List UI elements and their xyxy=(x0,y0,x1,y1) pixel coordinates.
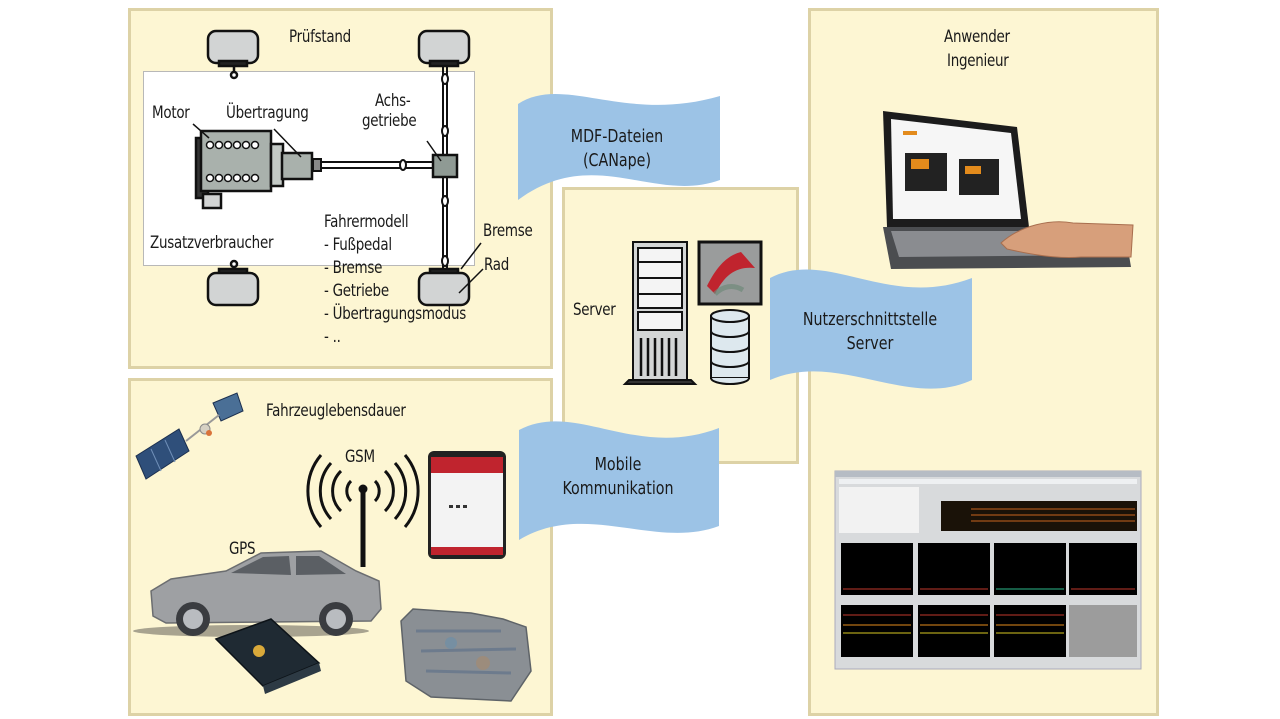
banner-mobile-label: Mobile Kommunikation xyxy=(552,453,684,501)
satellite-icon xyxy=(135,392,244,480)
fahrermodell-title: Fahrermodell xyxy=(324,212,409,232)
fahrzeuglebensdauer-panel: Fahrzeuglebensdauer xyxy=(128,378,553,716)
gps-label: GPS xyxy=(229,539,256,559)
server-panel: Server xyxy=(562,187,799,464)
banner-nutzer-line1: Nutzerschnittstelle xyxy=(802,309,938,330)
banner-nutzer-line2: Server xyxy=(846,333,894,354)
bremse-label: Bremse xyxy=(483,221,533,241)
rad-leader xyxy=(458,268,484,294)
measurement-software-screenshot xyxy=(834,470,1142,670)
uebertragung-leader xyxy=(273,128,302,158)
server-illustrations xyxy=(622,240,763,385)
uebertragung-label: Übertragung xyxy=(226,103,309,123)
engine-cylinders xyxy=(205,140,260,183)
banner-mdf-line1: MDF-Dateien xyxy=(570,126,664,147)
banner-nutzer-shape xyxy=(770,269,972,389)
server-title: Server xyxy=(573,300,616,320)
banner-mdf-label: MDF-Dateien (CANape) xyxy=(551,125,683,173)
gsm-antenna-icon xyxy=(306,454,420,567)
anwender-title-line2: Ingenieur xyxy=(947,51,1009,71)
transmission-unit-icon xyxy=(400,608,532,702)
banner-mdf-line2: (CANape) xyxy=(582,150,652,171)
differential xyxy=(431,153,459,179)
wheel-front-left xyxy=(206,29,260,80)
wheel-rear-right xyxy=(417,267,471,307)
hand-icon xyxy=(1000,221,1134,258)
motor-leader xyxy=(192,123,210,139)
rad-label: Rad xyxy=(484,255,510,275)
banner-mobile-shape xyxy=(519,421,719,540)
fahrermodell-item: - Übertragungsmodus xyxy=(324,304,466,324)
fahrermodell-item: - Fußpedal xyxy=(324,235,392,255)
fahrermodell-item: - Bremse xyxy=(324,258,383,278)
drivetrain-drawing xyxy=(192,29,484,307)
database-icon xyxy=(710,309,750,385)
fahrermodell-item: - Getriebe xyxy=(324,281,389,301)
fleet-illustrations xyxy=(133,392,532,702)
transmission xyxy=(280,151,314,181)
wheel-rear-left xyxy=(206,259,260,307)
anwender-title-line1: Anwender xyxy=(944,27,1010,47)
achsgetriebe-label-line1: Achs- xyxy=(375,91,411,111)
banner-mobile-line1: Mobile xyxy=(594,454,642,475)
gps-tracker-icon xyxy=(214,618,321,694)
bremse-leader xyxy=(460,242,482,270)
achsgetriebe-label-line2: getriebe xyxy=(362,111,417,131)
wheel-front-right xyxy=(417,29,471,68)
banner-mdf-shape xyxy=(518,94,720,200)
sql-server-logo-icon xyxy=(697,240,763,306)
data-logger-device-icon xyxy=(428,451,506,559)
drive-shaft xyxy=(312,158,436,172)
zusatzverbraucher-label: Zusatzverbraucher xyxy=(150,233,274,253)
fahrzeuglebensdauer-title: Fahrzeuglebensdauer xyxy=(266,401,406,421)
pruefstand-panel: Prüfstand xyxy=(128,8,553,369)
achsgetriebe-leader xyxy=(426,140,442,162)
banner-mobile-line2: Kommunikation xyxy=(562,478,674,499)
pruefstand-title: Prüfstand xyxy=(289,27,351,47)
laptop-illustration xyxy=(834,111,1142,670)
fahrermodell-list: Fahrermodell - Fußpedal - Bremse - Getri… xyxy=(324,211,466,349)
fahrermodell-item: - .. xyxy=(324,327,341,347)
motor-label: Motor xyxy=(152,103,190,123)
server-tower-icon xyxy=(622,241,698,385)
banner-nutzer-label: Nutzerschnittstelle Server xyxy=(786,308,953,356)
gsm-label: GSM xyxy=(345,447,375,467)
car-icon xyxy=(133,550,382,637)
